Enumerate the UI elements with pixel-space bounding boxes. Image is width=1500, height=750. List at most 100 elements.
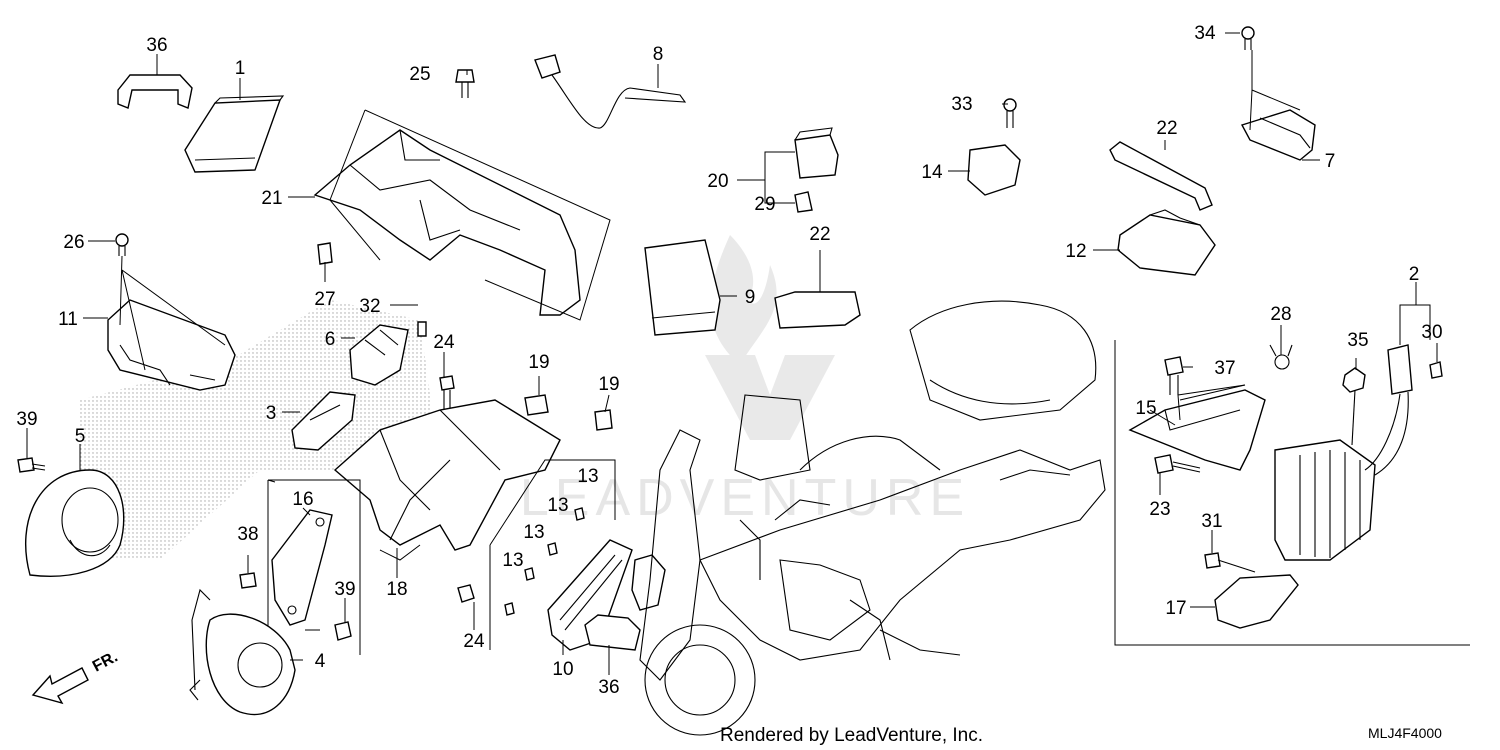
part-28-clamp <box>1269 344 1293 370</box>
part-33-screw <box>1003 98 1017 128</box>
part-37-bolt <box>1164 356 1184 395</box>
label-3: 3 <box>266 403 277 424</box>
part-39-bolt-right <box>334 621 352 641</box>
part-27-clip <box>317 242 333 265</box>
part-24-bolt-upper <box>439 375 455 410</box>
label-23: 23 <box>1149 499 1170 520</box>
label-10: 10 <box>552 659 573 680</box>
part-3-relay-block <box>291 391 356 451</box>
part-6-relay-block <box>349 324 409 386</box>
part-9-engine-control-unit <box>644 239 721 336</box>
part-18-bracket <box>333 399 561 561</box>
label-32: 32 <box>359 296 380 317</box>
part-4-horn <box>189 588 296 716</box>
label-14: 14 <box>921 162 943 183</box>
label-38: 38 <box>237 524 258 545</box>
label-17: 17 <box>1165 598 1186 619</box>
label-26: 26 <box>63 232 84 253</box>
label-13-d: 13 <box>502 550 523 571</box>
label-39-right: 39 <box>334 579 355 600</box>
label-6: 6 <box>325 329 336 350</box>
part-8-sub-harness <box>534 54 687 129</box>
dotted-connection-area <box>80 300 440 560</box>
label-36-top: 36 <box>146 35 167 56</box>
part-36-clip-top <box>117 74 193 109</box>
part-12-module <box>1117 209 1216 276</box>
part-15-bracket <box>1128 384 1266 471</box>
label-35: 35 <box>1347 330 1368 351</box>
part-24-bolt-lower <box>457 584 475 603</box>
part-13-pin-group <box>489 459 616 650</box>
label-20: 20 <box>707 171 728 192</box>
label-24-upper: 24 <box>433 332 455 353</box>
part-number-labels: 36 1 25 8 34 33 22 7 20 29 14 21 26 12 2… <box>16 23 1442 698</box>
label-31: 31 <box>1201 511 1222 532</box>
label-27: 27 <box>314 289 335 310</box>
part-19-grommet-a <box>524 394 549 416</box>
front-direction-indicator: FR. <box>31 648 121 705</box>
part-7-bracket <box>1240 109 1316 161</box>
label-8: 8 <box>653 44 664 65</box>
part-26-screw <box>115 233 129 256</box>
label-21: 21 <box>261 188 282 209</box>
label-7: 7 <box>1325 151 1336 172</box>
label-1: 1 <box>235 58 246 79</box>
label-13-b: 13 <box>547 495 568 516</box>
part-22-cover-upper <box>1109 141 1213 211</box>
diagram-code: MLJ4F4000 <box>1368 725 1442 741</box>
label-19-a: 19 <box>528 352 549 373</box>
right-group-frame <box>1114 340 1470 646</box>
label-18: 18 <box>386 579 407 600</box>
part-29-rubber-mount <box>794 191 813 213</box>
label-37: 37 <box>1214 358 1235 379</box>
label-15: 15 <box>1135 398 1156 419</box>
watermark: LEADVENTURE <box>520 235 970 527</box>
label-9: 9 <box>745 287 756 308</box>
front-arrow-icon <box>31 667 89 705</box>
label-24-lower: 24 <box>463 631 485 652</box>
part-17-cover <box>1214 574 1299 629</box>
part-23-bolt <box>1154 454 1201 474</box>
part-16-bracket-group <box>267 479 361 655</box>
label-5: 5 <box>75 426 86 447</box>
watermark-text: LEADVENTURE <box>520 469 970 527</box>
label-29: 29 <box>754 194 775 215</box>
label-22-lower: 22 <box>809 224 830 245</box>
watermark-flame-icon <box>710 235 777 365</box>
part-5-horn <box>25 469 125 577</box>
label-2: 2 <box>1409 264 1420 285</box>
label-11: 11 <box>58 309 78 330</box>
label-19-b: 19 <box>598 374 619 395</box>
motorcycle-outline <box>639 300 1106 736</box>
label-13-a: 13 <box>577 466 598 487</box>
label-34: 34 <box>1194 23 1216 44</box>
leader-lines <box>26 32 1438 675</box>
label-36-lower: 36 <box>598 677 619 698</box>
part-31-bolt <box>1204 552 1256 573</box>
part-22-cover-lower <box>774 291 861 329</box>
part-35-nut <box>1342 367 1366 393</box>
part-20-relay <box>794 127 839 179</box>
label-16: 16 <box>292 489 313 510</box>
label-12: 12 <box>1065 241 1086 262</box>
label-22-upper: 22 <box>1156 118 1177 139</box>
part-38-bolt <box>239 572 257 589</box>
part-39-bolt-left <box>17 457 46 473</box>
part-25-bolt <box>455 69 475 98</box>
part-32-screw <box>417 321 427 337</box>
label-25: 25 <box>409 64 430 85</box>
label-28: 28 <box>1270 304 1291 325</box>
part-19-grommet-b <box>594 409 613 431</box>
front-direction-label: FR. <box>90 648 121 675</box>
label-13-c: 13 <box>523 522 544 543</box>
footer-credit: Rendered by LeadVenture, Inc. <box>720 725 983 746</box>
label-4: 4 <box>315 651 326 672</box>
part-34-screw <box>1241 26 1255 50</box>
part-30-clip <box>1429 361 1443 379</box>
part-1-control-module <box>184 95 285 173</box>
part-2-regulator-rectifier <box>1274 344 1413 561</box>
label-30: 30 <box>1421 322 1442 343</box>
part-14-sensor <box>967 144 1021 196</box>
part-21-main-bracket <box>313 109 611 321</box>
